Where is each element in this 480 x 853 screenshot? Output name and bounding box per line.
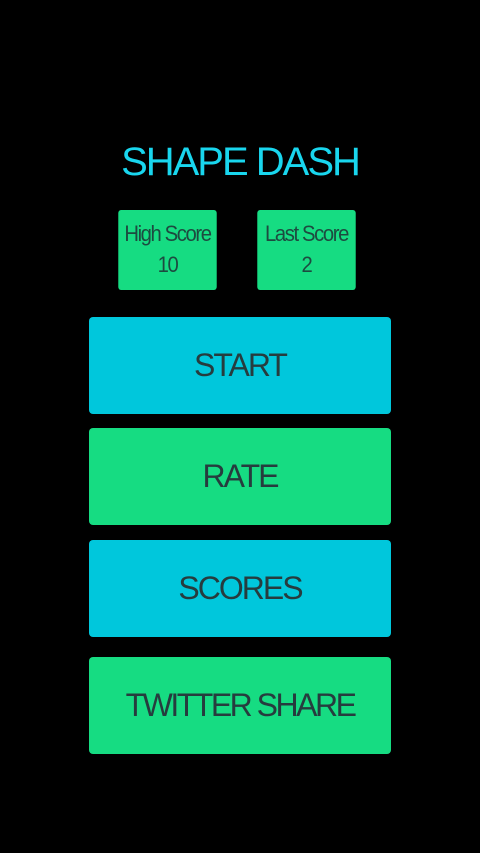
high-score-label: High Score	[124, 221, 212, 246]
last-score-label: Last Score	[265, 221, 349, 246]
high-score-value: 10	[157, 252, 179, 277]
game-title: SHAPE DASH	[121, 140, 361, 184]
rate-button[interactable]: RATE	[89, 428, 391, 525]
last-score-panel: Last Score 2	[257, 210, 356, 290]
last-score-value: 2	[301, 252, 313, 277]
start-button[interactable]: START	[89, 317, 391, 414]
scores-button[interactable]: SCORES	[89, 540, 391, 637]
high-score-panel: High Score 10	[118, 210, 217, 290]
twitter-share-button[interactable]: TWITTER SHARE	[89, 657, 391, 754]
